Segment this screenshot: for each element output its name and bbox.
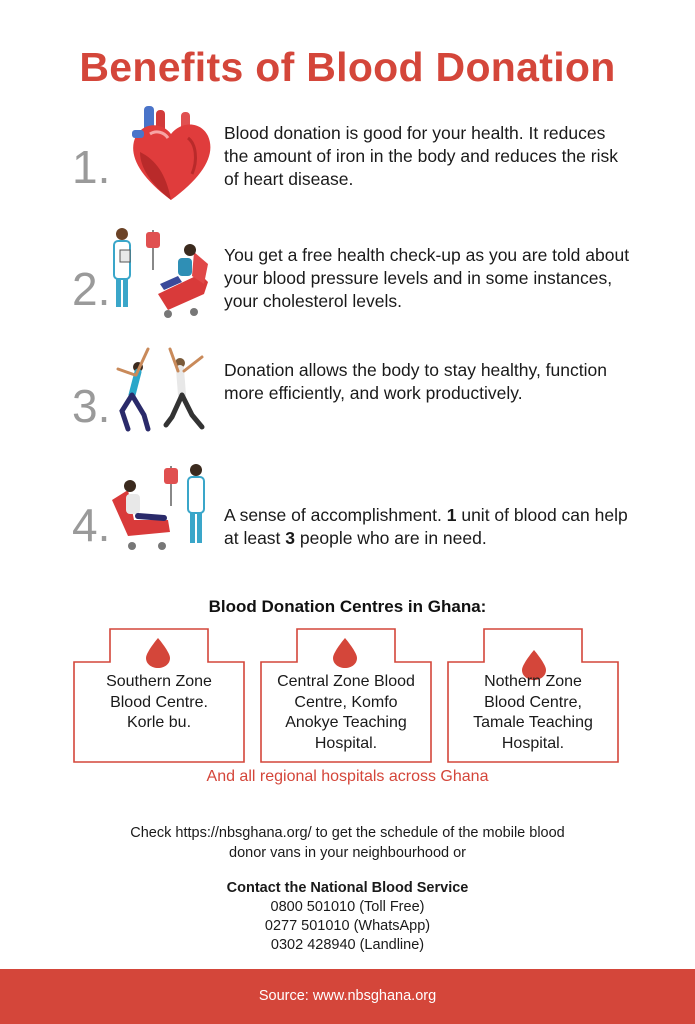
phone-toll-free: 0800 501010 (Toll Free) [270, 899, 425, 915]
centre-frame [447, 628, 619, 763]
centre-line: Blood Centre. [110, 693, 208, 711]
benefit-number: 4. [72, 499, 111, 551]
blood-drop-icon [522, 650, 546, 680]
benefit-item-2: 2. You get a free health check-up as you… [0, 228, 695, 342]
centre-line: Blood Centre, [484, 693, 582, 711]
doctor-patient-icon [113, 228, 208, 318]
centre-line: Hospital. [314, 734, 378, 752]
centre-line: Centre, Komfo [294, 693, 398, 711]
centre-line: Anokye Teaching [285, 714, 407, 731]
phone-landline: 0302 428940 (Landline) [270, 937, 425, 953]
centre-frame [73, 628, 245, 763]
benefit-units-value: 1 [446, 505, 457, 525]
centre-line: Central Zone Blood [277, 673, 415, 690]
benefit-number: 1. [72, 141, 111, 193]
benefit-text: Donation allows the body to stay healthy… [224, 360, 607, 403]
centre-name: Southern Zone Blood Centre. Korle bu. [73, 672, 245, 734]
centre-card-northern: Nothern Zone Blood Centre, Tamale Teachi… [447, 628, 619, 763]
donor-nurse-icon [112, 464, 205, 550]
benefit-text: You get a free health check-up as you ar… [224, 245, 630, 311]
heart-icon [132, 106, 211, 200]
benefit-item-4: 4. A sense of accomplishment. 1 unit of … [0, 462, 695, 572]
blood-drop-icon [333, 638, 357, 668]
benefit-text: Blood donation is good for your health. … [224, 123, 618, 189]
benefit-text-part: unit of blood can help at least [224, 505, 628, 548]
regional-hospitals-note: And all regional hospitals across Ghana [206, 768, 489, 785]
benefit-number: 2. [72, 263, 111, 315]
jumping-people-icon [116, 347, 205, 432]
centre-frame [260, 628, 432, 763]
check-website-text: Check https://nbsghana.org/ to get the s… [60, 823, 635, 863]
contact-heading: Contact the National Blood Service [226, 880, 469, 896]
benefit-people-value: 3 [285, 528, 296, 548]
benefit-number: 3. [72, 380, 111, 432]
centre-line: Tamale Teaching [473, 714, 593, 731]
centre-card-southern: Southern Zone Blood Centre. Korle bu. [73, 628, 245, 763]
centre-name: Central Zone Blood Centre, Komfo Anokye … [260, 672, 432, 754]
page-title: Benefits of Blood Donation [79, 44, 616, 90]
centre-card-central: Central Zone Blood Centre, Komfo Anokye … [260, 628, 432, 763]
check-line: Check https://nbsghana.org/ to get the s… [130, 825, 565, 841]
phone-whatsapp: 0277 501010 (WhatsApp) [264, 918, 431, 934]
blood-drop-icon [146, 638, 170, 668]
benefit-text-part: people who are in need. [295, 528, 487, 548]
benefit-item-3: 3. Donation allows the body to stay heal… [0, 347, 695, 459]
benefit-item-1: 1. Blood donation is good for your healt… [0, 106, 695, 220]
centre-name: Nothern Zone Blood Centre, Tamale Teachi… [447, 672, 619, 754]
benefit-text: A sense of accomplishment. 1 unit of blo… [224, 504, 634, 550]
centres-heading: Blood Donation Centres in Ghana: [208, 597, 487, 616]
benefit-text-part: A sense of accomplishment. [224, 505, 447, 525]
centre-line: Hospital. [501, 734, 565, 752]
source-footer: Source: www.nbsghana.org [0, 969, 695, 1024]
centre-line: Korle bu. [126, 714, 192, 731]
check-line: donor vans in your neighbourhood or [229, 845, 466, 861]
contact-block: Contact the National Blood Service 0800 … [0, 879, 695, 955]
centre-line: Southern Zone [106, 673, 212, 690]
centre-line: Nothern Zone [484, 673, 582, 690]
